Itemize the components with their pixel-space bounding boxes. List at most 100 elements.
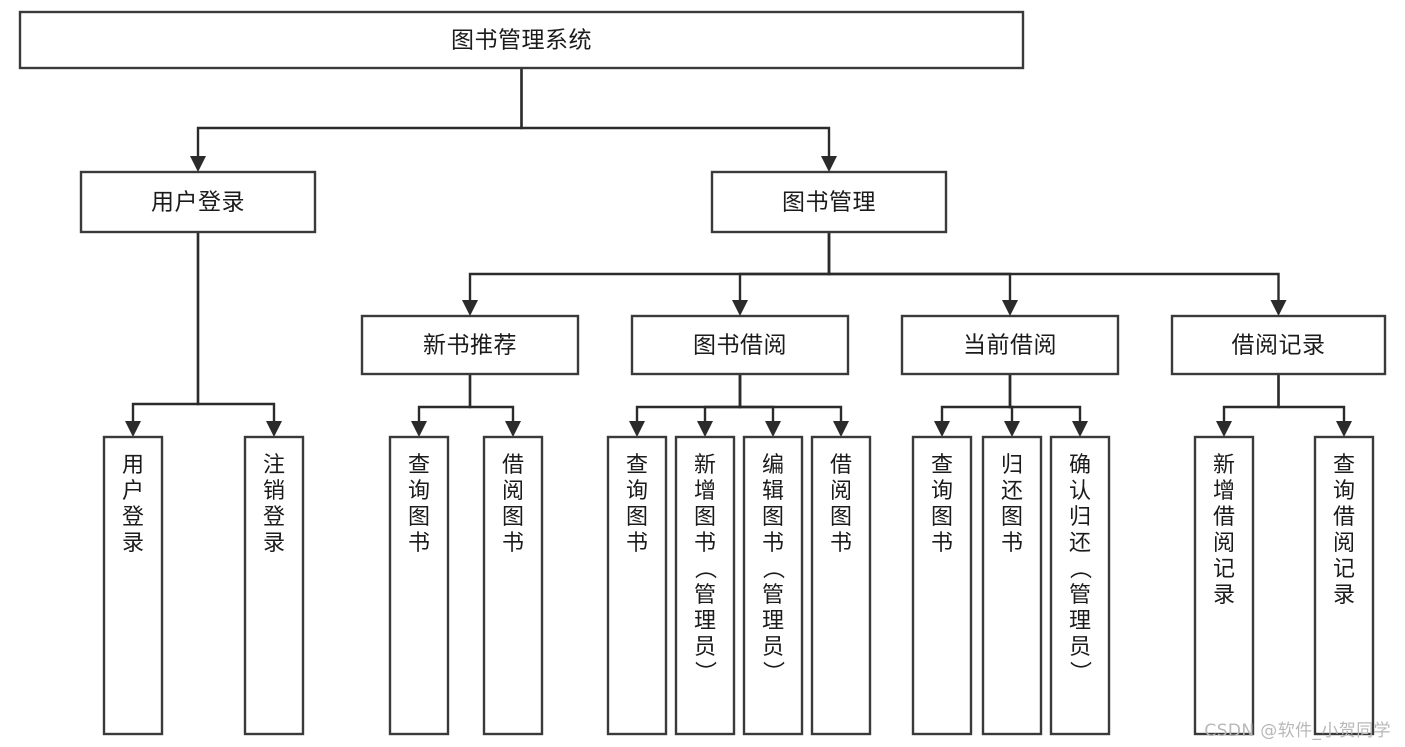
node-box-leaf-borrow-edit[interactable] bbox=[742, 435, 804, 736]
arrow-head-icon bbox=[1216, 421, 1232, 437]
connector-book-borrow-to-leaf-borrow-query bbox=[629, 374, 742, 437]
csdn-watermark: CSDN @软件_小贺同学 bbox=[1204, 721, 1391, 741]
connector-user-login-to-leaf-user-logout bbox=[196, 232, 282, 437]
arrow-head-icon bbox=[697, 421, 713, 437]
node-label-leaf-cur-return: 归还图书 bbox=[1001, 453, 1023, 556]
connector-current-borrow-to-leaf-cur-confirm bbox=[1008, 374, 1088, 437]
connector-book-borrow-to-leaf-borrow-add bbox=[697, 374, 742, 437]
connector-current-borrow-to-leaf-cur-query bbox=[934, 374, 1012, 437]
node-label-leaf-borrow-lend: 借阅图书 bbox=[830, 453, 852, 556]
node-label-new-book-rec: 新书推荐 bbox=[423, 333, 517, 359]
node-label-leaf-borrow-add: 新增图书（管理员） bbox=[694, 453, 717, 686]
node-book-borrow[interactable]: 图书借阅 bbox=[630, 314, 850, 376]
arrow-head-icon bbox=[1072, 421, 1088, 437]
arrow-head-icon bbox=[462, 300, 478, 316]
node-box-leaf-cur-query[interactable] bbox=[911, 435, 973, 736]
node-leaf-borrow-edit[interactable]: 编辑图书（管理员） bbox=[742, 435, 804, 736]
node-label-borrow-record: 借阅记录 bbox=[1232, 333, 1326, 359]
arrow-head-icon bbox=[934, 421, 950, 437]
arrow-head-icon bbox=[1004, 421, 1020, 437]
node-label-leaf-cur-query: 查询图书 bbox=[931, 453, 953, 556]
connector-root-to-book-manage bbox=[520, 68, 837, 172]
node-box-new-book-rec[interactable] bbox=[360, 314, 580, 376]
node-leaf-rec-borrow[interactable]: 借阅图书 bbox=[482, 435, 544, 736]
connector-root-to-user-login bbox=[190, 68, 523, 172]
node-box-user-login[interactable] bbox=[79, 170, 317, 234]
node-book-manage[interactable]: 图书管理 bbox=[710, 170, 948, 234]
node-box-borrow-record[interactable] bbox=[1170, 314, 1387, 376]
node-box-leaf-cur-return[interactable] bbox=[981, 435, 1043, 736]
node-label-leaf-rec-add: 新增借阅记录 bbox=[1213, 453, 1235, 608]
node-box-leaf-borrow-lend[interactable] bbox=[810, 435, 872, 736]
node-label-current-borrow: 当前借阅 bbox=[963, 333, 1057, 359]
node-box-book-borrow[interactable] bbox=[630, 314, 850, 376]
node-label-leaf-user-logout: 注销登录 bbox=[263, 453, 285, 556]
node-leaf-borrow-query[interactable]: 查询图书 bbox=[606, 435, 668, 736]
node-label-root: 图书管理系统 bbox=[451, 28, 592, 54]
connector-user-login-to-leaf-user-login bbox=[125, 232, 200, 437]
node-new-book-rec[interactable]: 新书推荐 bbox=[360, 314, 580, 376]
node-box-root[interactable] bbox=[18, 10, 1025, 70]
connector-layer bbox=[125, 68, 1352, 437]
arrow-head-icon bbox=[411, 421, 427, 437]
node-box-leaf-user-login[interactable] bbox=[102, 435, 164, 736]
node-label-leaf-user-login: 用户登录 bbox=[122, 453, 144, 556]
node-label-leaf-rec-query: 查询图书 bbox=[408, 453, 430, 556]
arrow-head-icon bbox=[629, 421, 645, 437]
connector-new-book-rec-to-leaf-rec-borrow bbox=[468, 374, 521, 437]
arrow-head-icon bbox=[765, 421, 781, 437]
connector-current-borrow-to-leaf-cur-return bbox=[1004, 374, 1020, 437]
node-leaf-cur-confirm[interactable]: 确认归还（管理员） bbox=[1049, 435, 1111, 736]
arrow-head-icon bbox=[125, 421, 141, 437]
node-leaf-borrow-add[interactable]: 新增图书（管理员） bbox=[674, 435, 736, 736]
node-box-leaf-borrow-add[interactable] bbox=[674, 435, 736, 736]
node-box-current-borrow[interactable] bbox=[900, 314, 1120, 376]
node-leaf-user-login[interactable]: 用户登录 bbox=[102, 435, 164, 736]
node-box-book-manage[interactable] bbox=[710, 170, 948, 234]
arrow-head-icon bbox=[1002, 300, 1018, 316]
node-leaf-user-logout[interactable]: 注销登录 bbox=[243, 435, 305, 736]
arrow-head-icon bbox=[821, 156, 837, 172]
arrow-head-icon bbox=[505, 421, 521, 437]
node-leaf-rec-search[interactable]: 查询借阅记录 bbox=[1313, 435, 1375, 736]
node-label-leaf-rec-search: 查询借阅记录 bbox=[1333, 453, 1355, 608]
connector-borrow-record-to-leaf-rec-search bbox=[1277, 374, 1352, 437]
node-box-leaf-rec-search[interactable] bbox=[1313, 435, 1375, 736]
connector-book-borrow-to-leaf-borrow-lend bbox=[738, 374, 849, 437]
node-label-leaf-cur-confirm: 确认归还（管理员） bbox=[1069, 453, 1092, 686]
node-label-leaf-rec-borrow: 借阅图书 bbox=[502, 453, 524, 556]
arrow-head-icon bbox=[1270, 300, 1287, 316]
node-box-leaf-rec-query[interactable] bbox=[388, 435, 450, 736]
node-box-leaf-rec-borrow[interactable] bbox=[482, 435, 544, 736]
node-user-login[interactable]: 用户登录 bbox=[79, 170, 317, 234]
node-label-user-login: 用户登录 bbox=[151, 190, 245, 216]
arrow-head-icon bbox=[732, 300, 748, 316]
node-current-borrow[interactable]: 当前借阅 bbox=[900, 314, 1120, 376]
node-borrow-record[interactable]: 借阅记录 bbox=[1170, 314, 1387, 376]
node-label-leaf-borrow-edit: 编辑图书（管理员） bbox=[762, 453, 785, 686]
connector-book-manage-to-borrow-record bbox=[827, 232, 1287, 316]
connector-book-borrow-to-leaf-borrow-edit bbox=[738, 374, 781, 437]
node-box-leaf-user-logout[interactable] bbox=[243, 435, 305, 736]
node-layer: 图书管理系统用户登录图书管理新书推荐图书借阅当前借阅借阅记录用户登录注销登录查询… bbox=[18, 10, 1387, 736]
node-leaf-rec-query[interactable]: 查询图书 bbox=[388, 435, 450, 736]
arrow-head-icon bbox=[266, 421, 282, 437]
node-leaf-cur-return[interactable]: 归还图书 bbox=[981, 435, 1043, 736]
node-leaf-cur-query[interactable]: 查询图书 bbox=[911, 435, 973, 736]
connector-book-manage-to-book-borrow bbox=[732, 232, 831, 316]
arrow-head-icon bbox=[190, 156, 206, 172]
node-leaf-rec-add[interactable]: 新增借阅记录 bbox=[1193, 435, 1255, 736]
node-root[interactable]: 图书管理系统 bbox=[18, 10, 1025, 70]
arrow-head-icon bbox=[1336, 421, 1352, 437]
node-box-leaf-rec-add[interactable] bbox=[1193, 435, 1255, 736]
node-leaf-borrow-lend[interactable]: 借阅图书 bbox=[810, 435, 872, 736]
arrow-head-icon bbox=[833, 421, 849, 437]
node-label-book-borrow: 图书借阅 bbox=[693, 333, 787, 359]
connector-borrow-record-to-leaf-rec-add bbox=[1216, 374, 1280, 437]
node-box-leaf-cur-confirm[interactable] bbox=[1049, 435, 1111, 736]
node-box-leaf-borrow-query[interactable] bbox=[606, 435, 668, 736]
node-label-leaf-borrow-query: 查询图书 bbox=[626, 453, 648, 556]
connector-new-book-rec-to-leaf-rec-query bbox=[411, 374, 472, 437]
